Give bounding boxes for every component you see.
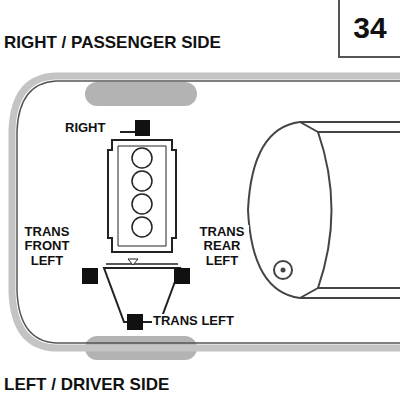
- mount-label: TRANS LEFT: [152, 314, 235, 328]
- trans-left-mount: [127, 314, 143, 330]
- front-right-wheel: [85, 82, 197, 106]
- mount-label: TRANS REAR LEFT: [195, 225, 249, 268]
- cylinder: [132, 148, 152, 168]
- cylinder: [132, 217, 152, 237]
- body-inner-line: [17, 81, 400, 343]
- cabin-outline: [248, 122, 400, 298]
- a-pillar: [300, 122, 318, 298]
- mount-bracket: [120, 131, 136, 133]
- gear-shifter-knob: [281, 268, 286, 273]
- cylinder: [132, 194, 152, 214]
- trans-front-left-mount: [82, 268, 98, 284]
- cylinder: [132, 171, 152, 191]
- trans-rear-left-mount: [174, 268, 190, 284]
- gear-shifter: [274, 261, 292, 279]
- trans-marker: [128, 259, 138, 265]
- bellhousing: [106, 263, 178, 265]
- right-mount: [135, 120, 150, 136]
- engine-head: [118, 146, 166, 246]
- side-heading: LEFT / DRIVER SIDE: [3, 376, 170, 395]
- side-heading: RIGHT / PASSENGER SIDE: [3, 34, 222, 53]
- engine-block: [108, 140, 176, 252]
- page-number-box: 34: [338, 0, 400, 58]
- page-number: 34: [353, 11, 386, 45]
- mount-label: RIGHT: [64, 121, 106, 135]
- body-outline: [12, 76, 400, 348]
- mount-label: TRANS FRONT LEFT: [20, 225, 74, 268]
- windshield: [318, 132, 400, 288]
